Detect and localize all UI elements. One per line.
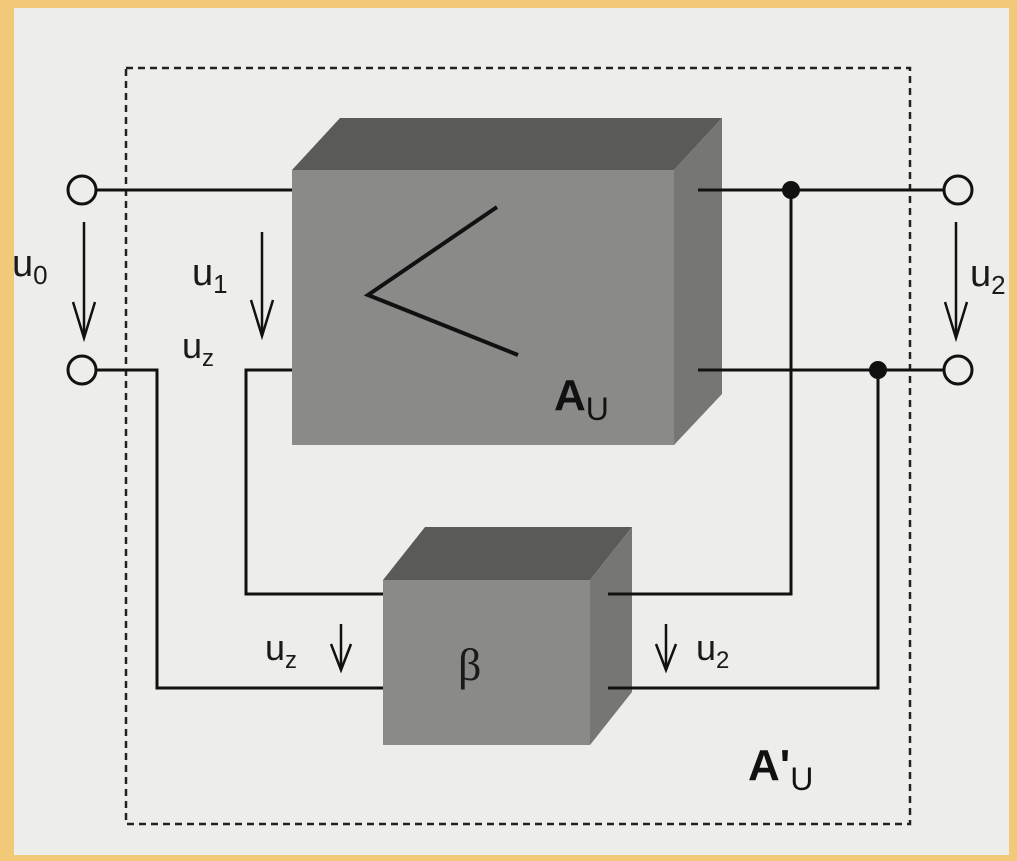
label-beta: β — [458, 639, 481, 690]
label-amplifier-gain: AU — [554, 371, 609, 427]
output-terminal-bottom — [942, 354, 974, 386]
label-u2-bottom: u2 — [696, 627, 729, 674]
label-overall-gain: A'U — [748, 741, 813, 797]
output-terminal-top — [942, 174, 974, 206]
amplifier-symbol — [363, 205, 519, 357]
feedback-block — [383, 527, 632, 745]
circuit-wires — [96, 188, 944, 690]
amplifier-block — [292, 118, 722, 445]
label-u2-right: u2 — [970, 253, 1006, 300]
label-u0: u0 — [12, 243, 48, 290]
junction-node-top — [782, 181, 800, 199]
input-terminal-bottom — [66, 354, 98, 386]
feedback-block-front — [383, 580, 590, 745]
voltage-arrows — [71, 222, 969, 674]
feedback-block-side — [590, 527, 632, 745]
label-uz-bottom: uz — [265, 627, 297, 674]
junction-node-bottom — [869, 361, 887, 379]
label-uz-top: uz — [182, 325, 214, 372]
amplifier-block-front — [292, 170, 674, 445]
input-terminal-top — [66, 174, 98, 206]
amplifier-block-side — [674, 118, 722, 445]
feedback-block-top — [383, 527, 632, 580]
amplifier-block-top — [292, 118, 722, 170]
overall-amplifier-boundary — [124, 66, 912, 826]
label-u1: u1 — [192, 252, 228, 299]
